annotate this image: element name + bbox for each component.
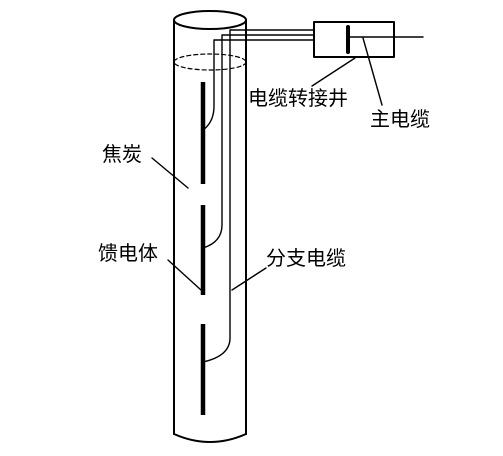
branch-cable-lower [202, 29, 315, 363]
column-top-rim [173, 10, 247, 30]
label-coke: 焦炭 [102, 142, 142, 166]
leader-feeder [167, 259, 202, 291]
leader-branch-cable [231, 267, 267, 291]
leader-main-cable [362, 37, 383, 106]
label-branch-cable: 分支电缆 [266, 246, 346, 270]
label-cable-junction-well: 电缆转接井 [248, 86, 348, 110]
junction-box [313, 21, 395, 58]
leader-junction-well [311, 57, 356, 87]
leader-coke [151, 157, 189, 189]
branch-cable-upper [202, 39, 315, 131]
branch-cable-middle [202, 34, 315, 249]
cable-junction-well [313, 21, 424, 58]
column-bottom-rim [173, 433, 247, 443]
label-main-cable: 主电缆 [370, 107, 430, 131]
label-feeder: 馈电体 [98, 241, 158, 265]
branch-cables [202, 29, 315, 363]
coke-level-outline [173, 53, 247, 71]
coke-column [173, 10, 247, 443]
leader-lines [151, 37, 383, 291]
